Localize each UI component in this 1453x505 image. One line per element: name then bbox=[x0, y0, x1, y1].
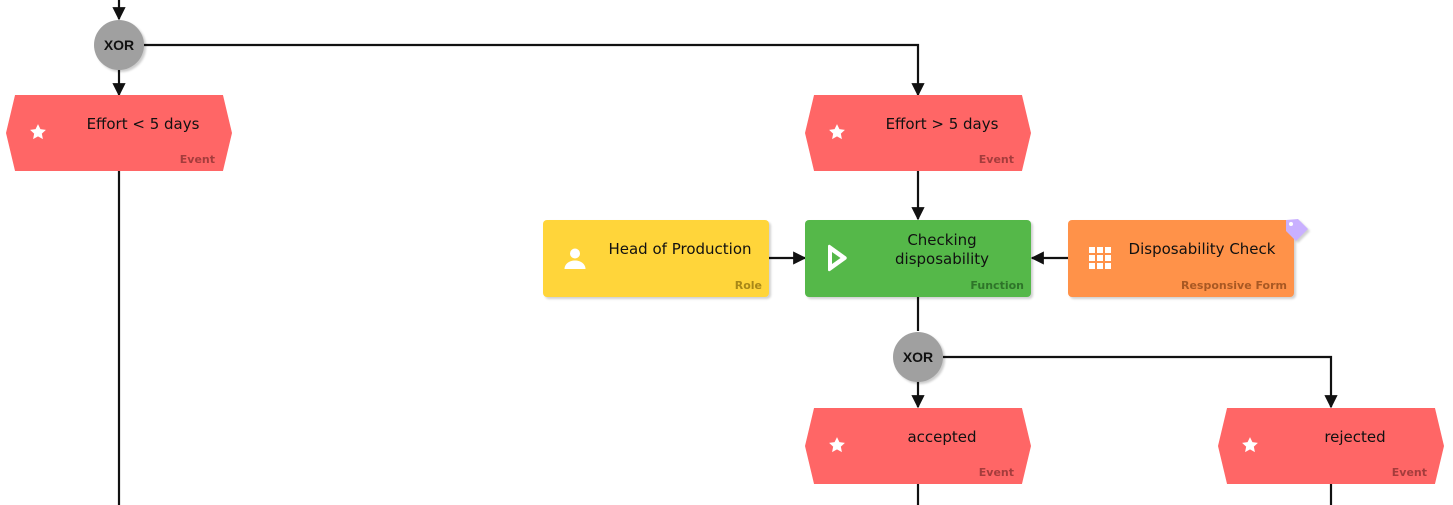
event-label: Effort > 5 days bbox=[885, 114, 999, 133]
xor-gateway-label: XOR bbox=[902, 349, 934, 365]
grid-icon bbox=[1088, 246, 1112, 270]
play-icon bbox=[825, 244, 849, 271]
xor-gateway-middle[interactable]: XOR bbox=[893, 332, 943, 382]
event-effort-more-than-5-days[interactable]: Effort > 5 days Event bbox=[805, 95, 1031, 171]
star-icon bbox=[26, 120, 50, 144]
role-label: Head of Production bbox=[608, 240, 752, 258]
xor-gateway-label: XOR bbox=[103, 37, 135, 53]
event-type-label: Event bbox=[978, 466, 1014, 479]
event-rejected[interactable]: rejected Event bbox=[1218, 408, 1444, 484]
event-label: accepted bbox=[907, 427, 977, 446]
event-type-label: Event bbox=[978, 153, 1014, 166]
role-head-of-production[interactable]: Head of Production Role bbox=[543, 220, 769, 297]
star-icon bbox=[825, 433, 849, 457]
connector-xor-to-effort-more bbox=[144, 43, 925, 97]
person-icon bbox=[563, 246, 587, 270]
function-checking-disposability[interactable]: Checking disposability Function bbox=[805, 220, 1031, 297]
event-label: rejected bbox=[1324, 427, 1386, 446]
form-disposability-check[interactable]: Disposability Check Responsive Form bbox=[1068, 219, 1308, 297]
form-type-label: Responsive Form bbox=[1180, 279, 1287, 292]
form-label: Disposability Check bbox=[1128, 240, 1276, 258]
connector-xor-to-rejected bbox=[943, 355, 1338, 409]
tag-icon[interactable] bbox=[1282, 216, 1310, 248]
event-type-label: Event bbox=[179, 153, 215, 166]
star-icon bbox=[1238, 433, 1262, 457]
function-type-label: Function bbox=[970, 279, 1024, 292]
star-icon bbox=[825, 120, 849, 144]
role-type-label: Role bbox=[734, 279, 762, 292]
xor-gateway-top[interactable]: XOR bbox=[94, 20, 144, 70]
event-label: Effort < 5 days bbox=[86, 114, 200, 133]
event-accepted[interactable]: accepted Event bbox=[805, 408, 1031, 484]
event-type-label: Event bbox=[1391, 466, 1427, 479]
function-label: Checking disposability bbox=[895, 230, 989, 268]
event-effort-less-than-5-days[interactable]: Effort < 5 days Event bbox=[6, 95, 232, 171]
